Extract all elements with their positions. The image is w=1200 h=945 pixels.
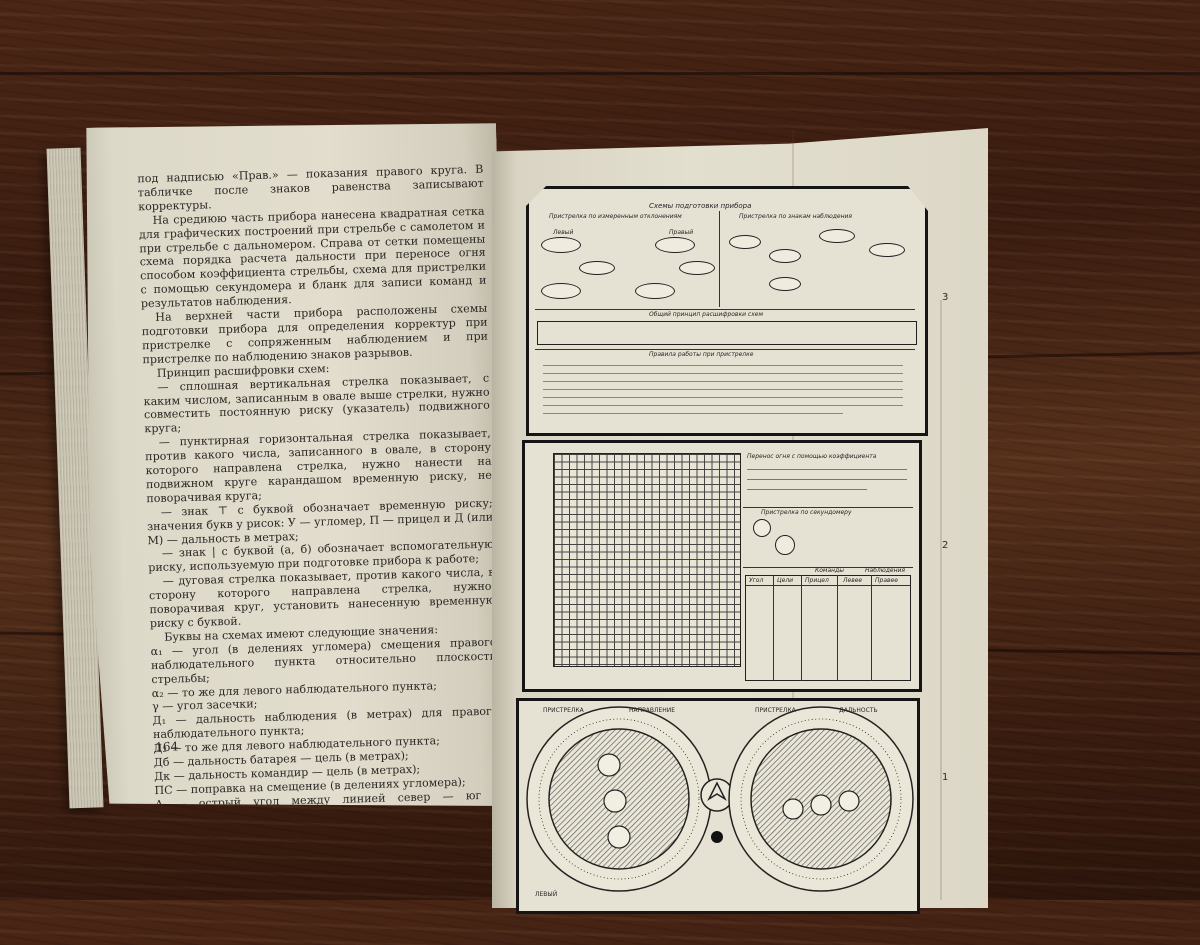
- dials-drawing: [526, 706, 914, 892]
- table-col-line: [837, 575, 838, 681]
- divider: [719, 211, 720, 307]
- right-arc-label2: ДАЛЬНОСТЬ: [839, 707, 878, 714]
- text-line: [543, 365, 903, 366]
- schemes-title: Схемы подготовки прибора: [649, 202, 752, 210]
- scheme-oval: [819, 229, 855, 243]
- scheme-oval: [579, 261, 615, 275]
- text-line: [543, 397, 903, 398]
- paragraph: На средиюю часть прибора нанесена квадра…: [138, 204, 487, 311]
- left-dial: [526, 706, 712, 892]
- left-arc-label: ПРИСТРЕЛКА: [543, 707, 584, 714]
- divider: [743, 507, 913, 508]
- divider: [535, 349, 915, 350]
- table-header-line: [745, 585, 911, 586]
- table-col-line: [871, 575, 872, 681]
- divider: [743, 567, 913, 568]
- table-title: Команды: [815, 567, 844, 574]
- command-table: [745, 575, 911, 681]
- stopwatch-circle: [753, 519, 771, 537]
- paragraph: Подготовка прибора к работе начинается с…: [158, 891, 505, 942]
- text-line: [747, 469, 907, 470]
- center-compass: [700, 778, 734, 843]
- table-col-line: [801, 575, 802, 681]
- subheading: А. Подготовка прибора: [261, 877, 399, 895]
- table-subtitle: Наблюдения: [865, 567, 906, 574]
- schemes-panel: Схемы подготовки прибора Пристрелка по и…: [526, 186, 928, 436]
- paragraph: А — острый угол между линией север — юг …: [154, 788, 503, 867]
- right-dial: [728, 706, 914, 892]
- callout-1: 1: [942, 772, 949, 783]
- paragraph: — сплошная вертикальная стрелка показыва…: [143, 371, 491, 436]
- text-line: [747, 489, 867, 490]
- grid-panel: Перенос огня с помощью коэффициента Прис…: [522, 440, 922, 692]
- table-col: Правее: [875, 577, 898, 584]
- divider: [535, 309, 915, 310]
- wood-seam: [0, 72, 1200, 75]
- left-arc-label2: НАПРАВЛЕНИЕ: [629, 707, 676, 714]
- paragraph: На верхней части прибора расположены схе…: [141, 301, 489, 367]
- text-line: [543, 413, 843, 414]
- table-col: Прицел: [805, 577, 829, 584]
- callout-3: 3: [942, 292, 949, 303]
- text-line: [543, 405, 903, 406]
- text-line: [747, 479, 907, 480]
- plotting-grid: [553, 453, 741, 667]
- scheme-right-label: Правый: [669, 229, 694, 236]
- scheme-oval: [679, 261, 715, 275]
- scheme-oval: [869, 243, 905, 257]
- scheme-row-label: Общий принцип расшифровки схем: [649, 311, 763, 318]
- right-arc-label: ПРИСТРЕЛКА: [755, 707, 796, 714]
- callout-2: 2: [942, 540, 949, 551]
- table-col: Угол: [749, 577, 764, 584]
- stopwatch-circle: [775, 535, 795, 555]
- left-page-text: под надписью «Прав.» — показания правого…: [137, 163, 504, 943]
- scheme-left-label: Левый: [553, 229, 574, 236]
- scheme-oval: [769, 249, 801, 263]
- paragraph: — пунктирная горизонтальная стрелка пока…: [145, 426, 493, 506]
- fold-crease: [940, 300, 942, 900]
- scheme-oval: [769, 277, 801, 291]
- left-book-page: под надписью «Прав.» — показания правого…: [78, 116, 515, 817]
- coefficient-title: Перенос огня с помощью коэффициента: [747, 453, 877, 460]
- paragraph: — дуговая стрелка показывает, против как…: [148, 565, 496, 631]
- text-line: [543, 381, 903, 382]
- scheme-oval: [729, 235, 761, 249]
- page-number: 164: [155, 739, 179, 755]
- table-col: Левее: [843, 577, 863, 584]
- table-col-line: [773, 575, 774, 681]
- right-subtitle: Пристрелка по знакам наблюдения: [739, 213, 853, 220]
- left-subtitle: Пристрелка по измеренным отклонениям: [549, 213, 682, 220]
- scheme-row: [537, 321, 917, 345]
- dials-panel: ПРИСТРЕЛКА НАПРАВЛЕНИЕ ПРИСТРЕЛКА ДАЛЬНО…: [516, 698, 920, 914]
- text-line: [543, 373, 903, 374]
- stopwatch-title: Пристрелка по секундомеру: [761, 509, 852, 516]
- rules-title: Правила работы при пристрелке: [649, 351, 754, 358]
- scheme-oval: [655, 237, 695, 253]
- text-line: [543, 389, 903, 390]
- scheme-oval: [635, 283, 675, 299]
- table-col: Цели: [777, 577, 794, 584]
- section-heading: 303. Пристрелка с сопряженным наблюдение…: [156, 858, 471, 881]
- scheme-oval: [541, 283, 581, 299]
- scheme-oval: [541, 237, 581, 253]
- bottom-left-label: ЛЕВЫЙ: [535, 891, 558, 898]
